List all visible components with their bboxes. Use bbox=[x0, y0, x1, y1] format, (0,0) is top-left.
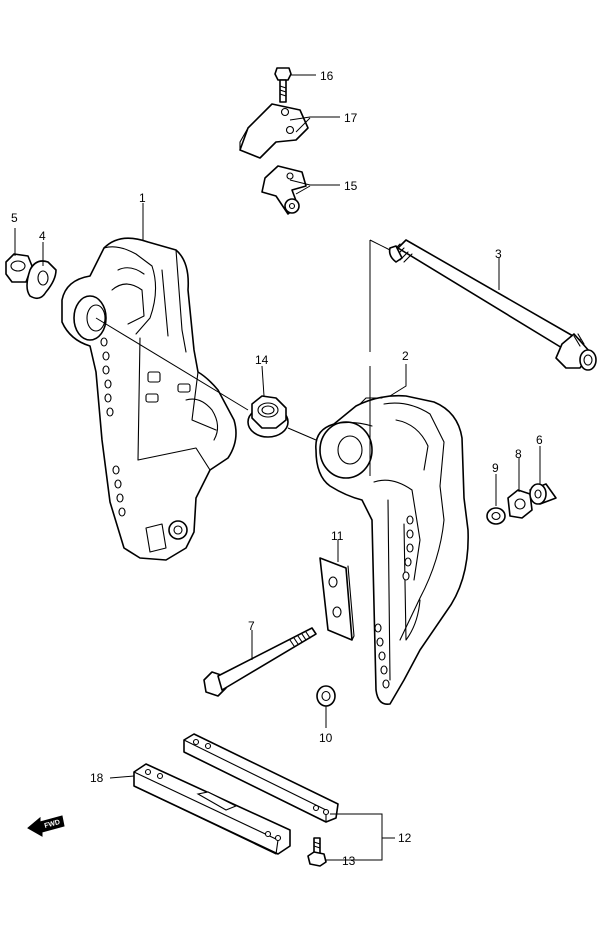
callout-12: 12 bbox=[398, 831, 412, 845]
callout-6: 6 bbox=[536, 433, 543, 447]
alignment-lines bbox=[95, 239, 391, 476]
shaft-3[interactable] bbox=[388, 239, 597, 371]
forward-arrow-icon bbox=[27, 815, 65, 837]
collar-6[interactable] bbox=[529, 483, 557, 505]
callout-1: 1 bbox=[139, 191, 146, 205]
callout-5: 5 bbox=[11, 211, 18, 225]
callout-4: 4 bbox=[39, 229, 46, 243]
clamp-bracket-1[interactable] bbox=[61, 237, 237, 561]
callout-10: 10 bbox=[319, 731, 333, 745]
callout-3: 3 bbox=[495, 247, 502, 261]
nut-8[interactable] bbox=[507, 489, 533, 519]
callout-14: 14 bbox=[255, 353, 269, 367]
leader-lines bbox=[14, 74, 541, 861]
callout-16: 16 bbox=[320, 69, 334, 83]
bolt-7[interactable] bbox=[203, 627, 317, 697]
washer-9[interactable] bbox=[486, 507, 506, 525]
callout-7: 7 bbox=[248, 619, 255, 633]
fwd-direction-marker: FWD bbox=[27, 815, 65, 837]
clamp-bracket-2[interactable] bbox=[315, 394, 469, 706]
thrust-bar-18[interactable] bbox=[133, 763, 291, 855]
callout-9: 9 bbox=[492, 461, 499, 475]
callout-15: 15 bbox=[344, 179, 358, 193]
callout-13: 13 bbox=[342, 854, 356, 868]
clamp-plate-17[interactable] bbox=[239, 103, 309, 159]
callout-2: 2 bbox=[402, 349, 409, 363]
bushing-14[interactable] bbox=[247, 395, 289, 438]
callout-numbers: 16 17 15 1 5 4 3 2 14 6 8 9 11 7 10 18 1… bbox=[11, 69, 543, 868]
washer-plate-4[interactable] bbox=[26, 260, 57, 300]
bolt-13[interactable] bbox=[307, 837, 327, 867]
callout-8: 8 bbox=[515, 447, 522, 461]
callout-17: 17 bbox=[344, 111, 358, 125]
bracket-15[interactable] bbox=[261, 165, 307, 215]
fwd-label: FWD bbox=[44, 819, 61, 830]
bolt-16[interactable] bbox=[274, 67, 292, 103]
nut-5[interactable] bbox=[5, 253, 33, 283]
thrust-bar-12[interactable] bbox=[183, 733, 339, 823]
callout-11: 11 bbox=[331, 529, 344, 543]
washer-10[interactable] bbox=[316, 685, 336, 707]
plate-11[interactable] bbox=[319, 557, 355, 641]
callout-18: 18 bbox=[90, 771, 104, 785]
